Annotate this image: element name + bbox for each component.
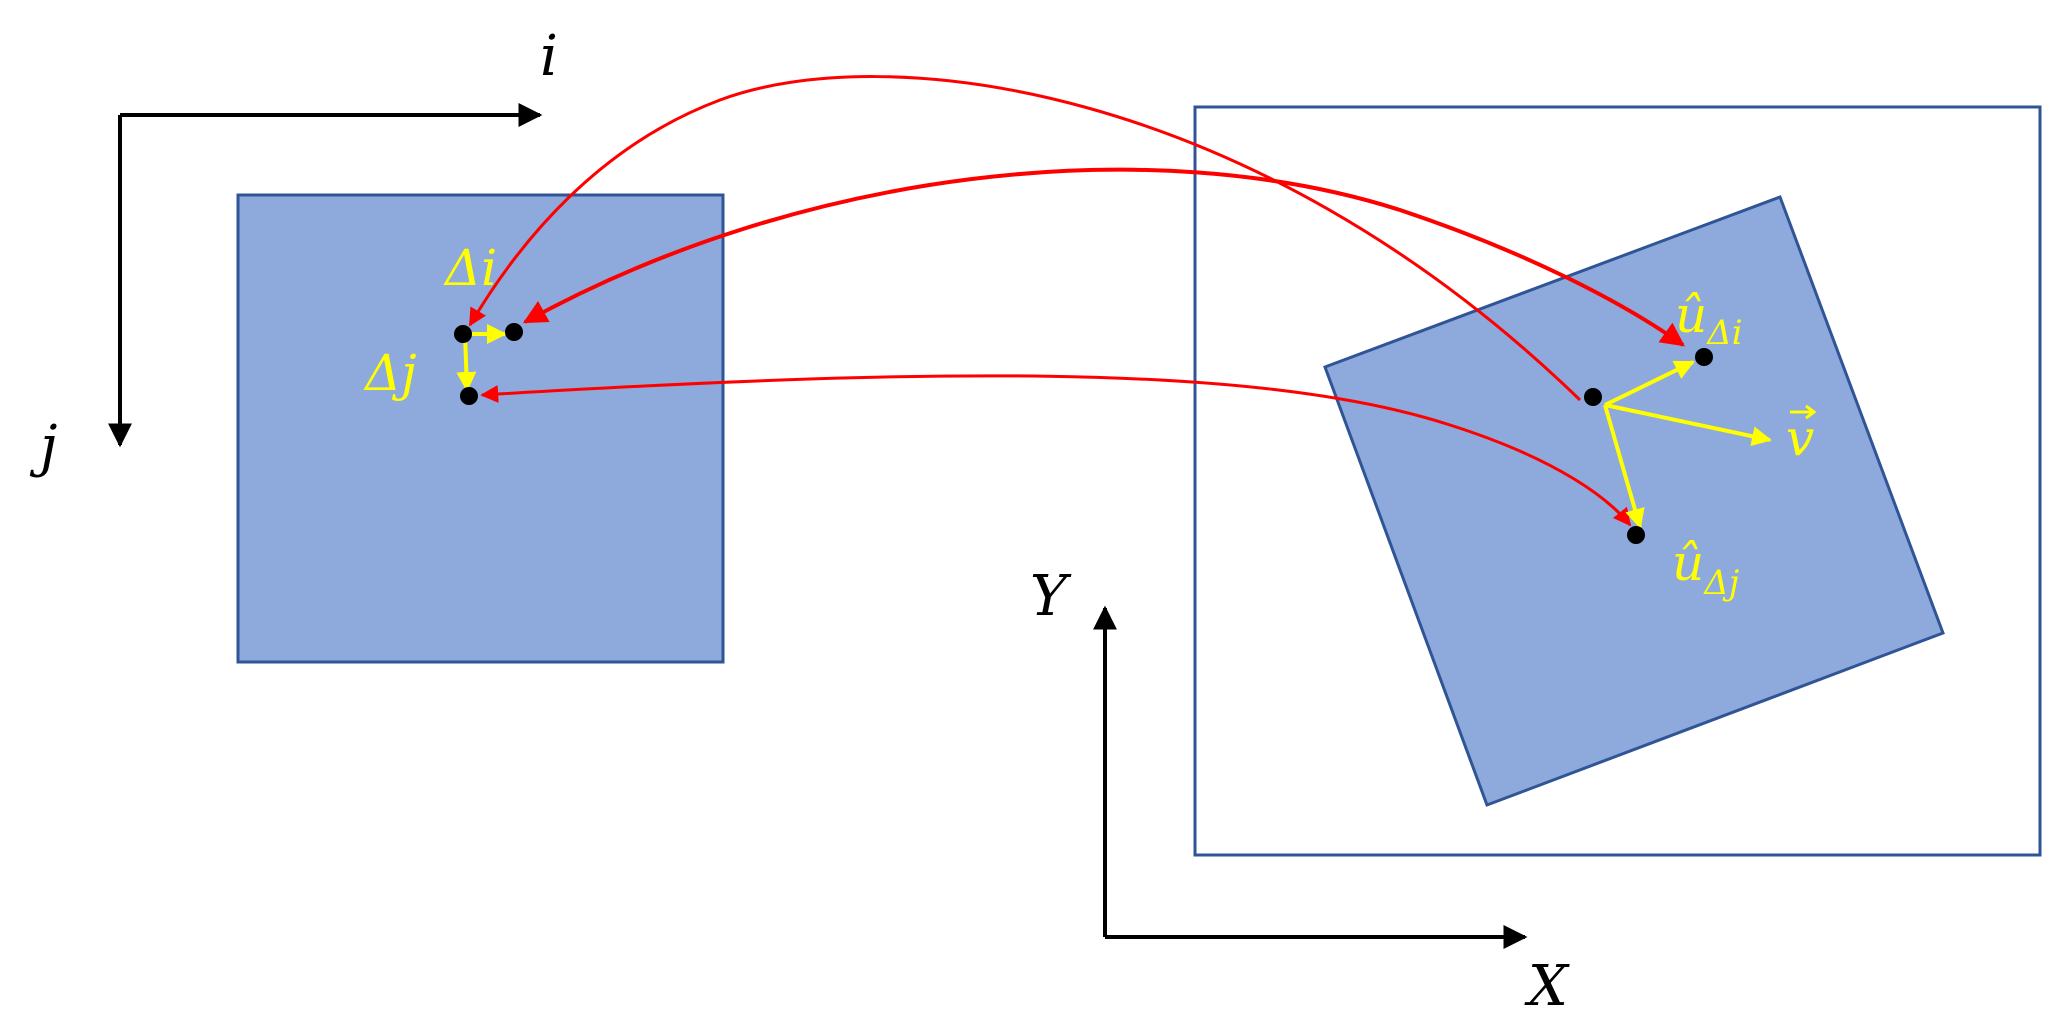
mapping-arrow-delta-j <box>480 374 1632 527</box>
u-hat-delta-i-subscript: Δi <box>1705 313 1742 353</box>
target-vectors <box>1603 360 1772 529</box>
target-point-delta-i <box>1695 348 1713 366</box>
axis-i-label: i <box>540 24 558 89</box>
target-point-origin <box>1584 388 1602 406</box>
mapping-arrows <box>468 75 1685 527</box>
delta-i-label: Δi <box>443 239 497 297</box>
world-axes: X Y <box>1030 564 1570 1019</box>
delta-j-vector <box>456 333 477 392</box>
u-hat-delta-i-label: ûΔi <box>1675 286 1743 353</box>
u-delta-j-vector <box>1603 404 1645 529</box>
v-vector-label: v <box>1786 409 1814 467</box>
v-vector-label-group: v <box>1786 404 1817 467</box>
axis-X-label: X <box>1524 954 1570 1019</box>
target-point-delta-j <box>1627 526 1645 544</box>
source-point-delta-j <box>460 387 478 405</box>
axis-j-label: j <box>29 414 57 479</box>
mapping-arrow-delta-i <box>522 167 1685 347</box>
points <box>454 323 1713 544</box>
u-hat-delta-j-subscript: Δj <box>1702 563 1740 603</box>
delta-j-label: Δj <box>363 344 417 402</box>
u-hat-delta-j-label: ûΔj <box>1672 534 1740 603</box>
source-point-origin <box>454 325 472 343</box>
u-delta-i-vector <box>1604 360 1695 407</box>
v-vector-overarrow-head <box>1805 404 1817 420</box>
source-point-delta-i <box>505 323 523 341</box>
axis-Y-label: Y <box>1030 564 1072 629</box>
u-hat-delta-i-base: û <box>1675 286 1707 344</box>
yellow-labels: Δi Δj ûΔi ûΔj v <box>363 239 1817 603</box>
u-hat-delta-j-base: û <box>1672 534 1704 592</box>
v-vector <box>1604 403 1772 447</box>
mapping-arrow-origin <box>468 75 1582 402</box>
